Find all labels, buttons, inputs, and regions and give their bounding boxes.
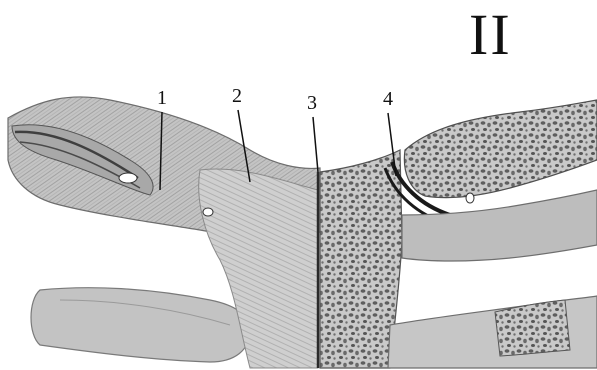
right-middle-plate [402, 190, 597, 261]
callout-label-1: 1 [157, 88, 167, 108]
callout-label-4: 4 [383, 89, 393, 109]
right-upper-bone [404, 100, 597, 198]
foramen-right [466, 193, 474, 203]
callout-label-3: 3 [307, 93, 317, 113]
foramen-left [119, 173, 137, 183]
callout-3-leader [313, 117, 318, 172]
callout-label-2: 2 [232, 86, 242, 106]
foramen-middle [203, 208, 213, 216]
panel-label: II [469, 6, 512, 64]
left-lower-bone [31, 288, 250, 362]
